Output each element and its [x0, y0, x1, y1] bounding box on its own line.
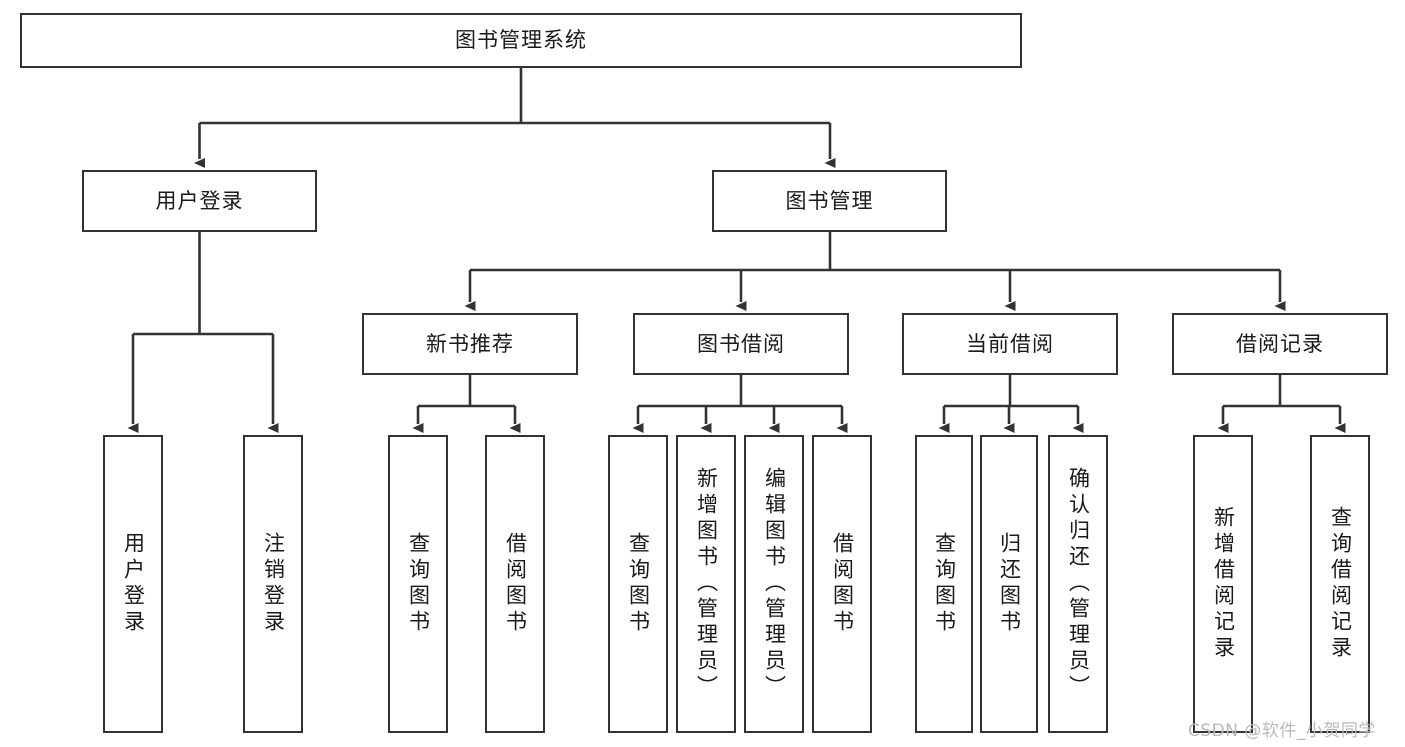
node-book-borrow[interactable]: 图书借阅 [633, 313, 849, 375]
node-borrow-record-label: 借阅记录 [1236, 331, 1324, 356]
edges-root-to-level2 [194, 68, 836, 168]
node-leaf-user-logout-label: 注销登录 [261, 532, 286, 636]
node-user-login-label: 用户登录 [155, 188, 244, 213]
node-leaf-rec-borrow-book-label: 借阅图书 [503, 532, 528, 636]
node-leaf-user-logout[interactable]: 注销登录 [243, 435, 303, 733]
node-leaf-rec-query-book-label: 查询图书 [406, 532, 431, 636]
node-current-borrow[interactable]: 当前借阅 [902, 313, 1118, 375]
csdn-watermark: CSDN @软件_小贺同学 [1188, 721, 1376, 741]
node-root[interactable]: 图书管理系统 [20, 13, 1022, 68]
node-leaf-bb-add-book-label: 新增图书（管理员） [694, 467, 719, 701]
node-leaf-user-login[interactable]: 用户登录 [103, 435, 163, 733]
node-borrow-record[interactable]: 借阅记录 [1172, 313, 1388, 375]
node-user-login[interactable]: 用户登录 [82, 170, 317, 232]
node-leaf-rec-query-book[interactable]: 查询图书 [388, 435, 448, 733]
node-new-book-rec[interactable]: 新书推荐 [362, 313, 578, 375]
node-root-label: 图书管理系统 [455, 28, 587, 52]
edges-borrowrecord-to-leaves [1217, 375, 1346, 433]
node-leaf-br-query-record[interactable]: 查询借阅记录 [1310, 435, 1370, 733]
node-leaf-bb-borrow-book[interactable]: 借阅图书 [812, 435, 872, 733]
node-leaf-bb-query-book-label: 查询图书 [626, 532, 651, 636]
node-leaf-rec-borrow-book[interactable]: 借阅图书 [485, 435, 545, 733]
node-leaf-bb-edit-book-label: 编辑图书（管理员） [762, 467, 787, 701]
node-leaf-bb-borrow-book-label: 借阅图书 [830, 532, 855, 636]
node-leaf-bb-edit-book[interactable]: 编辑图书（管理员） [744, 435, 804, 733]
node-book-borrow-label: 图书借阅 [697, 331, 785, 356]
node-leaf-br-add-record[interactable]: 新增借阅记录 [1193, 435, 1253, 733]
node-current-borrow-label: 当前借阅 [966, 331, 1054, 356]
node-leaf-cb-return-book[interactable]: 归还图书 [980, 435, 1038, 733]
edges-currentborrow-to-leaves [938, 375, 1084, 433]
node-leaf-cb-return-book-label: 归还图书 [997, 532, 1022, 636]
edges-newbookrec-to-leaves [412, 375, 521, 433]
node-book-manage[interactable]: 图书管理 [712, 170, 947, 232]
node-leaf-br-add-record-label: 新增借阅记录 [1211, 506, 1236, 662]
node-leaf-cb-confirm-return[interactable]: 确认归还（管理员） [1048, 435, 1108, 733]
node-leaf-bb-add-book[interactable]: 新增图书（管理员） [676, 435, 736, 733]
node-new-book-rec-label: 新书推荐 [426, 331, 514, 356]
edges-userlogin-to-leaves [127, 232, 279, 433]
node-leaf-cb-query-book-label: 查询图书 [932, 532, 957, 636]
node-leaf-cb-confirm-return-label: 确认归还（管理员） [1066, 467, 1091, 701]
node-book-manage-label: 图书管理 [785, 188, 874, 213]
node-leaf-cb-query-book[interactable]: 查询图书 [915, 435, 973, 733]
edges-bookborrow-to-leaves [632, 375, 848, 433]
node-leaf-bb-query-book[interactable]: 查询图书 [608, 435, 668, 733]
node-leaf-br-query-record-label: 查询借阅记录 [1328, 506, 1353, 662]
edges-bookmanage-to-level3 [464, 232, 1286, 311]
node-leaf-user-login-label: 用户登录 [121, 532, 146, 636]
